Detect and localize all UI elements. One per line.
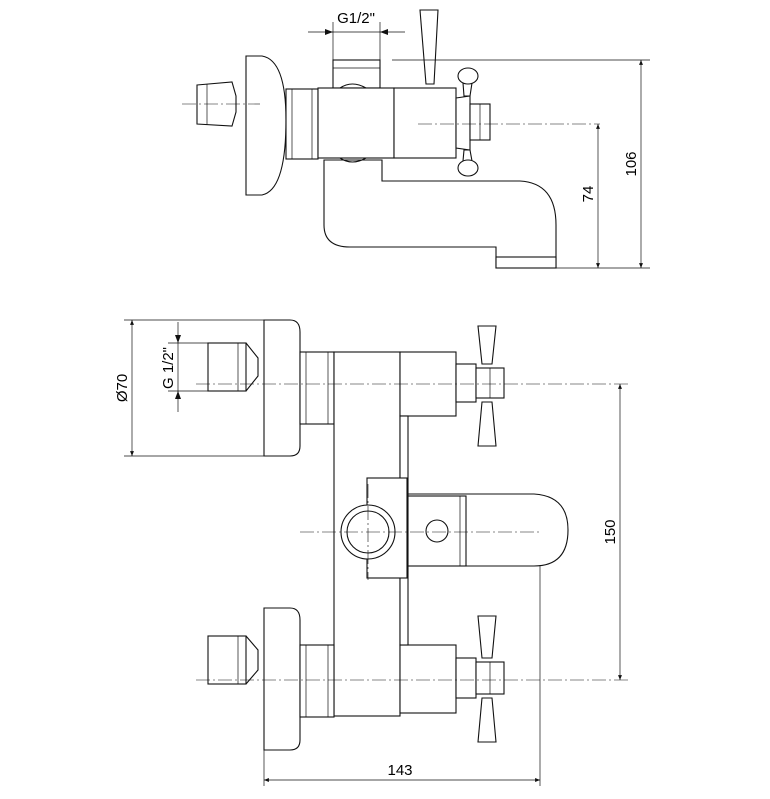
side-view: G1/2" 106 74 xyxy=(182,9,650,269)
top-view: Ø70 G 1/2" 150 143 xyxy=(114,319,628,786)
top-upper-wall-flange xyxy=(263,319,301,457)
top-upper-handle-arm-bottom xyxy=(477,401,497,447)
side-top-thread xyxy=(332,59,381,89)
side-diverter-lever xyxy=(419,9,439,85)
dim-center-distance: 150 xyxy=(602,519,619,544)
dim-height-spout: 74 xyxy=(580,186,597,203)
top-diverter-knob xyxy=(425,519,449,543)
top-upper-handle-hub xyxy=(455,363,477,403)
side-handle-hub xyxy=(455,95,471,151)
dim-height-overall: 106 xyxy=(623,151,640,176)
side-spout xyxy=(323,159,557,269)
top-lower-handle-arm-bottom xyxy=(477,697,497,743)
top-lower-wall-flange xyxy=(263,607,301,751)
top-upper-nut xyxy=(299,351,335,425)
dim-thread-top: G1/2" xyxy=(337,10,375,27)
side-nut xyxy=(285,88,319,160)
dim-diameter-flange: Ø70 xyxy=(114,374,131,402)
side-body-right xyxy=(393,87,457,159)
dim-depth: 143 xyxy=(387,762,412,779)
top-lower-valve xyxy=(399,644,457,714)
side-wall-flange xyxy=(245,55,287,196)
top-upper-inlet xyxy=(207,342,247,392)
dim-thread-side: G 1/2" xyxy=(160,347,177,389)
top-lower-inlet xyxy=(207,635,247,685)
top-lower-handle-hub xyxy=(455,657,477,699)
side-body-left xyxy=(317,87,395,159)
side-aerator xyxy=(495,256,557,269)
top-lower-nut xyxy=(299,644,335,718)
top-lower-handle-arm-top xyxy=(477,615,497,659)
top-upper-handle-arm-top xyxy=(477,325,497,365)
